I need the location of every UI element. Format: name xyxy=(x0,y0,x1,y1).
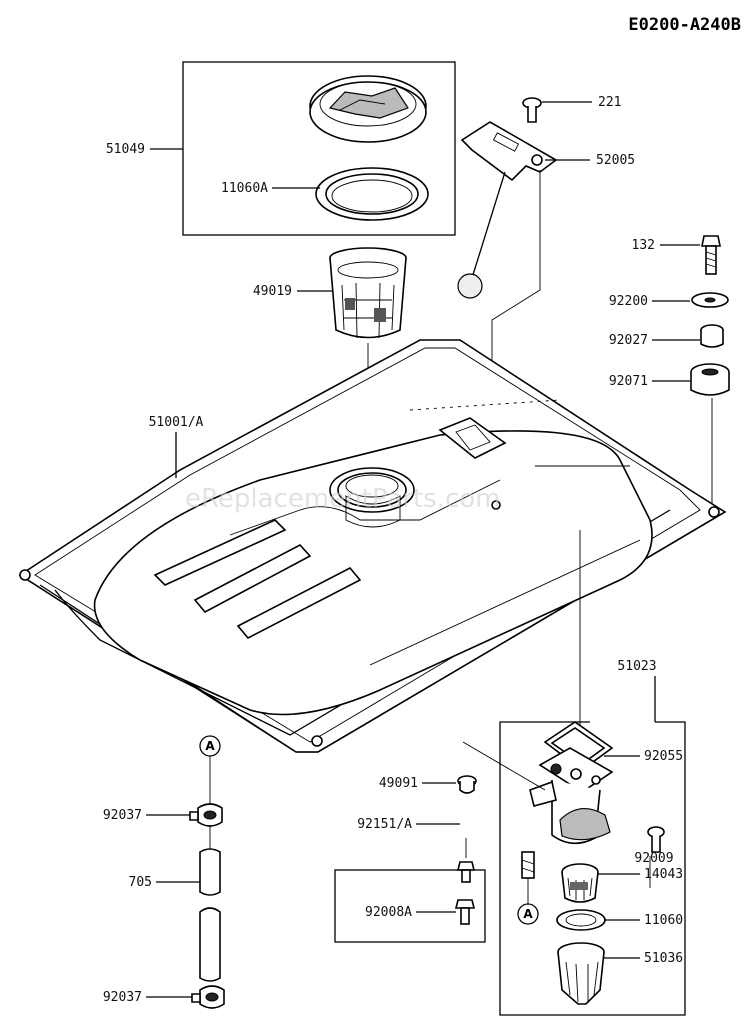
clamp-92037-lower[interactable] xyxy=(191,985,225,1009)
label-92037-upper: 92037 xyxy=(103,808,142,823)
label-92009: 92009 xyxy=(634,851,673,866)
label-49091: 49091 xyxy=(379,776,418,791)
svg-text:A: A xyxy=(523,907,533,921)
label-11060A: 11060A xyxy=(221,181,268,196)
watermark: eReplacementParts.com xyxy=(185,484,501,514)
bolt-92008A[interactable] xyxy=(454,899,476,925)
label-11060: 11060 xyxy=(644,913,683,928)
collar-92027[interactable] xyxy=(700,324,724,348)
screw-92009[interactable] xyxy=(647,826,665,853)
diagram-code: E0200-A240B xyxy=(628,15,741,35)
label-49019: 49019 xyxy=(253,284,292,299)
screw-92151A[interactable] xyxy=(456,838,476,883)
fuel-tank[interactable] xyxy=(18,339,727,753)
bolt-132[interactable] xyxy=(701,235,721,275)
fuel-hose-705[interactable] xyxy=(199,848,221,982)
fuel-cap[interactable] xyxy=(309,75,427,143)
label-51049: 51049 xyxy=(106,142,145,157)
ref-marker-a-right: A xyxy=(517,903,539,925)
label-51023: 51023 xyxy=(617,659,656,674)
label-92071: 92071 xyxy=(609,374,648,389)
cock-link-line xyxy=(462,741,546,791)
fuel-cock[interactable] xyxy=(521,747,614,879)
screw-221[interactable] xyxy=(522,97,542,123)
washer-92200[interactable] xyxy=(691,292,729,308)
grommet-92071[interactable] xyxy=(690,363,730,396)
fuel-strainer[interactable] xyxy=(329,247,407,339)
label-132: 132 xyxy=(632,238,655,253)
label-705: 705 xyxy=(129,875,152,890)
ref-marker-a-left: A xyxy=(199,735,221,757)
label-92055: 92055 xyxy=(644,749,683,764)
fuel-cock-box xyxy=(499,721,686,1016)
label-51036: 51036 xyxy=(644,951,683,966)
label-14043: 14043 xyxy=(644,867,683,882)
label-92151A: 92151/A xyxy=(357,817,412,832)
label-51001A: 51001/A xyxy=(149,415,204,430)
fuel-gauge[interactable] xyxy=(457,121,558,299)
cup-51036[interactable] xyxy=(557,942,605,1005)
label-92008A: 92008A xyxy=(365,905,412,920)
label-92027: 92027 xyxy=(609,333,648,348)
filter-14043[interactable] xyxy=(561,863,599,903)
svg-text:A: A xyxy=(205,739,215,753)
bolt-92008A-box xyxy=(334,869,486,943)
label-221: 221 xyxy=(598,95,621,110)
washer-49091[interactable] xyxy=(457,775,477,794)
clamp-92037-upper[interactable] xyxy=(189,803,223,827)
cap-gasket[interactable] xyxy=(315,167,429,221)
label-92037-lower: 92037 xyxy=(103,990,142,1005)
label-92200: 92200 xyxy=(609,294,648,309)
o-ring-11060[interactable] xyxy=(556,909,606,931)
label-52005: 52005 xyxy=(596,153,635,168)
